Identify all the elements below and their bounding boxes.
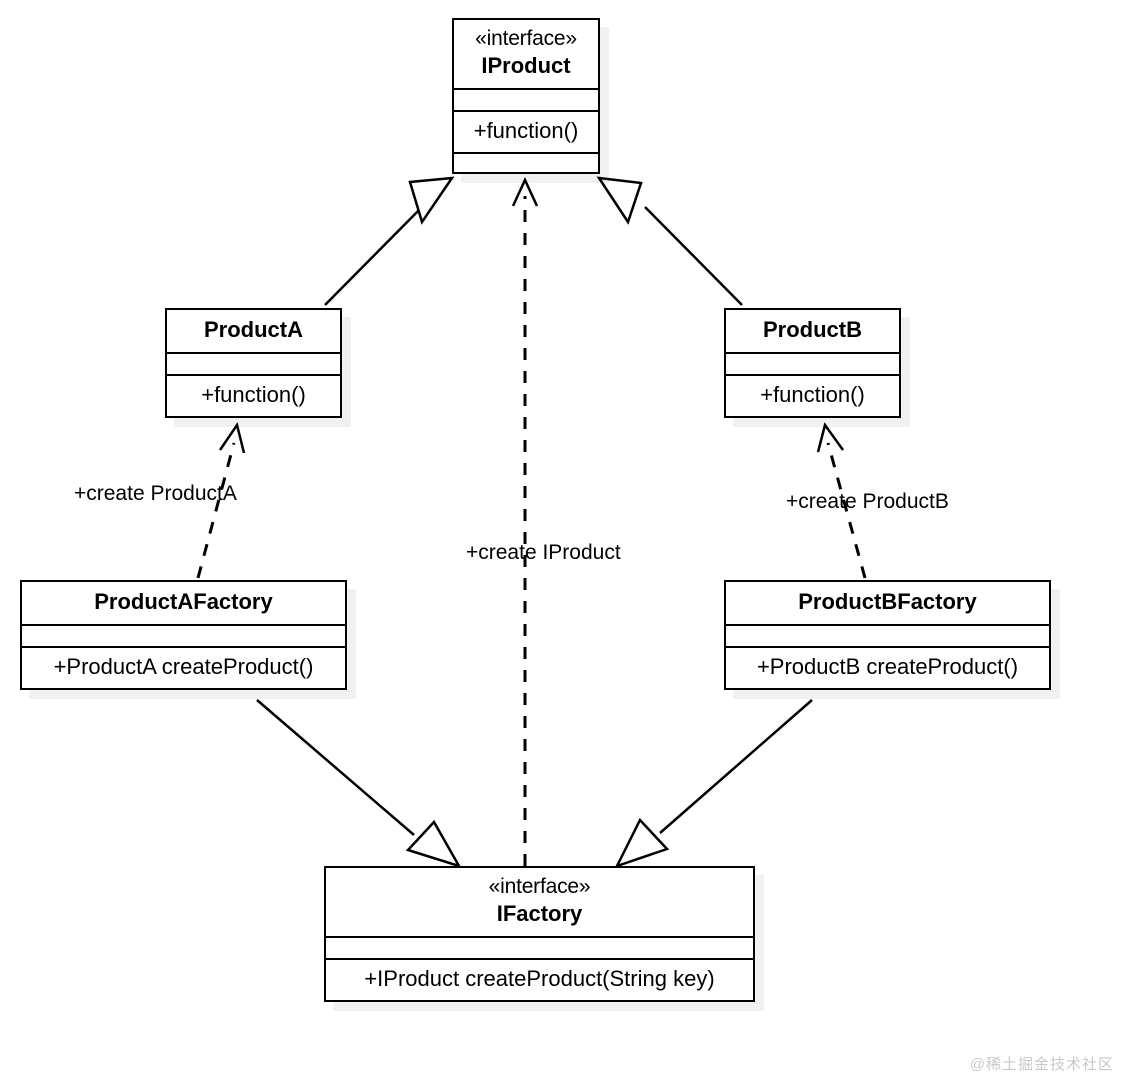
class-name: IFactory	[496, 901, 583, 926]
hollow-triangle-arrowhead	[405, 819, 462, 869]
class-methods-iproduct: +function()	[454, 110, 598, 152]
class-header-producta: ProductA	[167, 310, 340, 352]
class-attributes-productb	[726, 352, 899, 374]
class-attributes-productafactory	[22, 624, 345, 646]
edge-productb-to-iproduct	[596, 176, 743, 306]
class-header-productb: ProductB	[726, 310, 899, 352]
class-methods-ifactory: +IProduct createProduct(String key)	[326, 958, 753, 1000]
edge-productafactory-to-ifactory	[256, 699, 462, 869]
method-item: +IProduct createProduct(String key)	[364, 966, 715, 991]
class-header-ifactory: «interface» IFactory	[326, 868, 753, 936]
class-attributes-productbfactory	[726, 624, 1049, 646]
class-methods-productb: +function()	[726, 374, 899, 416]
edge-producta-to-iproduct	[324, 176, 455, 306]
class-header-productafactory: ProductAFactory	[22, 582, 345, 624]
class-header-iproduct: «interface» IProduct	[454, 20, 598, 88]
class-name: ProductAFactory	[94, 589, 273, 614]
edge-label-create-productb: +create ProductB	[786, 490, 949, 513]
class-stereotype: «interface»	[488, 875, 591, 898]
class-box-ifactory[interactable]: «interface» IFactory +IProduct createPro…	[324, 866, 755, 1002]
edge-label-create-iproduct: +create IProduct	[466, 541, 621, 564]
class-methods-producta: +function()	[167, 374, 340, 416]
edge-label-create-producta: +create ProductA	[74, 482, 237, 505]
open-arrowhead	[511, 177, 539, 207]
class-box-productafactory[interactable]: ProductAFactory +ProductA createProduct(…	[20, 580, 347, 690]
hollow-triangle-arrowhead	[596, 176, 643, 225]
class-attributes-ifactory	[326, 936, 753, 958]
class-attributes-iproduct	[454, 88, 598, 110]
method-item: +ProductB createProduct()	[756, 654, 1019, 679]
class-box-iproduct[interactable]: «interface» IProduct +function()	[452, 18, 600, 174]
class-box-productbfactory[interactable]: ProductBFactory +ProductB createProduct(…	[724, 580, 1051, 690]
class-name: ProductA	[204, 317, 303, 342]
open-arrowhead	[816, 422, 845, 453]
class-tail-iproduct	[454, 152, 598, 172]
method-item: +function()	[473, 118, 579, 143]
class-stereotype: «interface»	[475, 27, 577, 50]
edge-ifactory-to-iproduct	[511, 177, 539, 866]
method-item: +ProductA createProduct()	[53, 654, 314, 679]
method-item: +function()	[201, 382, 306, 407]
open-arrowhead	[218, 421, 246, 454]
method-item: +function()	[760, 382, 865, 407]
class-methods-productbfactory: +ProductB createProduct()	[726, 646, 1049, 688]
watermark: @稀土掘金技术社区	[969, 1056, 1114, 1073]
class-name: IProduct	[481, 53, 571, 78]
class-methods-productafactory: +ProductA createProduct()	[22, 646, 345, 688]
edge-productbfactory-to-ifactory	[614, 699, 813, 869]
class-attributes-producta	[167, 352, 340, 374]
class-box-productb[interactable]: ProductB +function()	[724, 308, 901, 418]
hollow-triangle-arrowhead	[614, 817, 670, 869]
class-header-productbfactory: ProductBFactory	[726, 582, 1049, 624]
class-name: ProductBFactory	[798, 589, 977, 614]
hollow-triangle-arrowhead	[408, 176, 455, 225]
class-box-producta[interactable]: ProductA +function()	[165, 308, 342, 418]
class-name: ProductB	[763, 317, 862, 342]
